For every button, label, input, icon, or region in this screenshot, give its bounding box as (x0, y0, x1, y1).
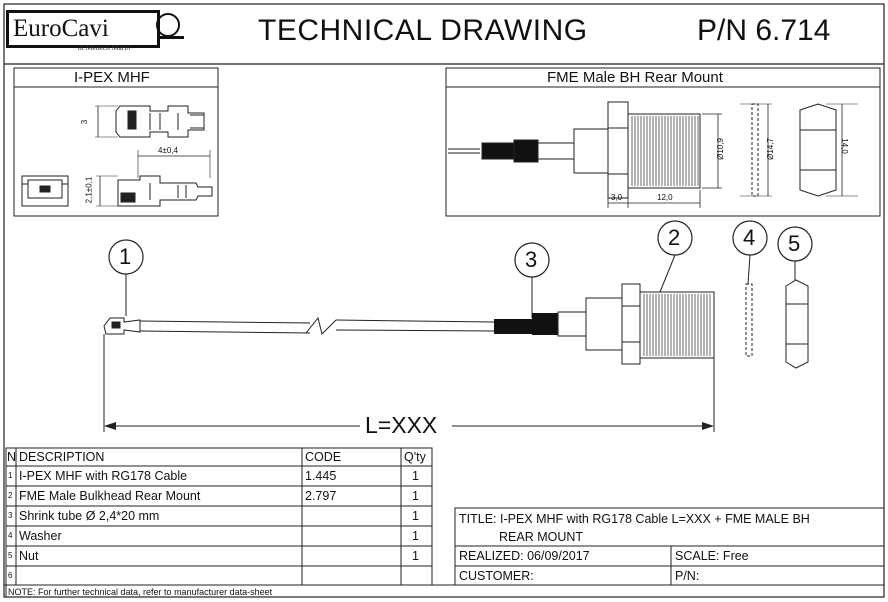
bom-row-qty: 1 (412, 549, 419, 563)
main-assembly (103, 220, 813, 432)
company-logo: EuroCavi di Menech Mario (6, 10, 184, 52)
title-block-realized: REALIZED: 06/09/2017 (459, 549, 590, 563)
fme-detail-box (445, 67, 881, 217)
bom-row-n: 3 (8, 511, 13, 520)
fme-detail-title: FME Male BH Rear Mount (547, 69, 723, 86)
title-block-scale: SCALE: Free (675, 549, 749, 563)
thread-lines-main (643, 294, 711, 356)
title-block-grid (4, 507, 885, 586)
balloon-1: 1 (119, 244, 132, 269)
ipex-dim-length: 4±0,4 (158, 146, 178, 155)
bom-row-description: FME Male Bulkhead Rear Mount (19, 489, 201, 503)
title-block-title-line1: TITLE: I-PEX MHF with RG178 Cable L=XXX … (459, 512, 810, 526)
thread-lines-detail (631, 116, 699, 186)
bom-header-code: CODE (305, 450, 342, 464)
bom-row-code: 2.797 (305, 489, 337, 503)
balloon-2: 2 (668, 225, 681, 250)
bom-row-description: I-PEX MHF with RG178 Cable (19, 469, 188, 483)
bom-row-n: 2 (8, 491, 13, 500)
balloon-4: 4 (743, 225, 756, 250)
bom-row-n: 1 (8, 471, 13, 480)
fme-dim-nut: 14,0 (839, 138, 849, 154)
bom-header-n: N (7, 450, 17, 464)
fme-dim-washer: Ø14,7 (765, 138, 775, 160)
bom-header-description: DESCRIPTION (19, 450, 105, 464)
bom-row-description: Nut (19, 549, 39, 563)
fme-dim-flange: 3,0 (611, 193, 623, 202)
length-label: L=XXX (365, 412, 438, 438)
bom-row-code: 1.445 (305, 469, 337, 483)
bom-row-qty: 1 (412, 489, 419, 503)
bom-row-description: Shrink tube Ø 2,4*20 mm (19, 509, 160, 523)
bom-row-n: 6 (8, 571, 13, 580)
fme-dim-body: 12,0 (657, 193, 673, 202)
part-number: P/N 6.714 (697, 14, 831, 47)
bom-row-n: 4 (8, 531, 13, 540)
logo-text: EuroCavi (13, 15, 109, 42)
ipex-dim-thickness: 2,1±0,1 (84, 176, 94, 204)
page-title: TECHNICAL DRAWING (258, 14, 588, 47)
bom-row-qty: 1 (412, 529, 419, 543)
ipex-detail-box (13, 67, 219, 217)
logo-subtext: di Menech Mario (78, 43, 131, 52)
bom-row-qty: 1 (412, 509, 419, 523)
title-block-customer: CUSTOMER: (459, 569, 534, 583)
logo-emblem-icon (156, 13, 180, 37)
balloon-3: 3 (525, 247, 538, 272)
bom-header-qty: Q'ty (404, 450, 426, 464)
title-block-pn: P/N: (675, 569, 700, 583)
ipex-dim-height: 3 (80, 119, 90, 125)
bom-note: NOTE: For further technical data, refer … (8, 587, 273, 597)
bom-row-n: 5 (8, 551, 13, 560)
bom-row-description: Washer (19, 529, 62, 543)
balloon-5: 5 (788, 231, 801, 256)
ipex-detail-title: I-PEX MHF (74, 69, 150, 86)
fme-dim-thread: Ø10,9 (715, 138, 725, 160)
bom-row-qty: 1 (412, 469, 419, 483)
title-block-title-line2: REAR MOUNT (499, 530, 584, 544)
